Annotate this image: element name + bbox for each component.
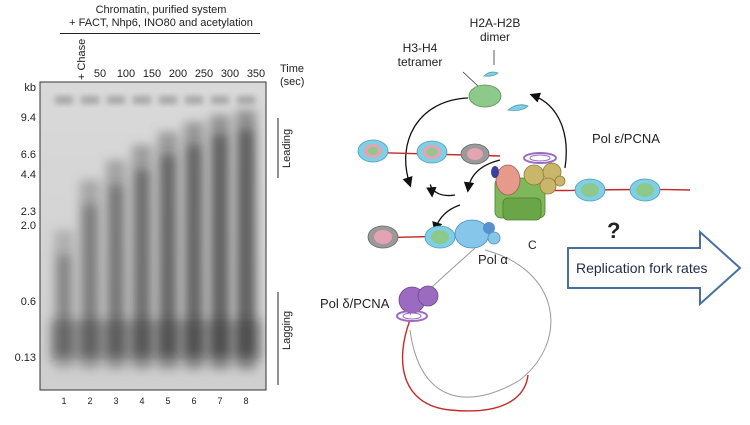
lane-number-2: 2	[87, 396, 93, 406]
kb-label: kb	[24, 82, 36, 94]
nucleosome-parental-2	[629, 178, 661, 202]
lane-number-7: 7	[217, 396, 223, 406]
nucleosome-lagging-2	[424, 225, 456, 249]
pol-epsilon-pcna	[523, 152, 566, 195]
time-label: Time	[280, 63, 305, 75]
h2a-h2b-dimer-icon-2	[507, 104, 529, 111]
kb-marker-9-4: 9.4	[20, 112, 36, 124]
lagging-loop-grey	[409, 249, 552, 398]
replication-fork-rates-arrow	[567, 229, 742, 307]
h3-h4-tetramer-icon	[468, 84, 502, 108]
okazaki-fragment-strand	[401, 319, 529, 412]
time-point-350: 350	[246, 68, 266, 80]
h2a-h2b-label: H2A-H2B dimer	[455, 16, 535, 44]
gel-header-line1: Chromatin, purified system	[95, 4, 227, 16]
gel-header-line2: + FACT, Nhp6, INO80 and acetylation	[69, 17, 253, 29]
h2a-h2b-label-line1: H2A-H2B	[469, 16, 521, 30]
pol-alpha-label: Pol α	[478, 252, 508, 267]
h3-h4-label-line1: H3-H4	[402, 41, 438, 55]
nucleosome-leading-1	[357, 139, 389, 163]
cmg-helicase	[491, 164, 546, 221]
pol-alpha	[454, 219, 501, 249]
c-label: C	[528, 238, 537, 252]
pol-delta-label: Pol δ/PCNA	[320, 296, 390, 311]
recycle-arrow-right	[529, 92, 567, 169]
time-point-100: 100	[116, 68, 136, 80]
nucleosome-leading-2	[416, 140, 448, 164]
pol-delta-pcna	[396, 285, 439, 322]
h2a-h2b-label-line2: dimer	[479, 30, 510, 44]
question-mark: ?	[607, 218, 621, 243]
time-point-250: 250	[194, 68, 214, 80]
time-point-300: 300	[220, 68, 240, 80]
nucleosome-parental-1	[574, 178, 606, 202]
recycle-arrow-inner	[426, 184, 456, 198]
nucleosome-leading-3	[460, 143, 490, 165]
pol-epsilon-label: Pol ε/PCNA	[592, 131, 660, 146]
kb-marker-6-6: 6.6	[20, 149, 36, 161]
lane-number-1: 1	[61, 396, 67, 406]
lane-number-5: 5	[165, 396, 171, 406]
kb-marker-2-0: 2.0	[20, 220, 36, 232]
lane-number-8: 8	[243, 396, 249, 406]
h2a-h2b-dimer-icon	[483, 71, 499, 77]
h3-h4-label: H3-H4 tetramer	[385, 41, 455, 69]
time-point-150: 150	[142, 68, 162, 80]
kb-marker-4-4: 4.4	[20, 169, 36, 181]
time-unit: (sec)	[280, 76, 305, 88]
kb-marker-0-6: 0.6	[20, 296, 36, 308]
lane-number-3: 3	[113, 396, 119, 406]
time-point-200: 200	[168, 68, 188, 80]
lane-number-4: 4	[139, 396, 145, 406]
nucleosome-lagging-1	[367, 225, 399, 249]
header-underline	[60, 33, 260, 34]
arrow-text: Replication fork rates	[576, 260, 708, 276]
kb-marker-0-13: 0.13	[14, 352, 36, 364]
kb-marker-2-3: 2.3	[20, 206, 36, 218]
recycle-arrow-left	[402, 97, 469, 188]
deposit-arrow-leading	[463, 159, 501, 193]
lane-number-6: 6	[191, 396, 197, 406]
h3-h4-label-line2: tetramer	[397, 55, 443, 69]
time-point-50: 50	[93, 68, 107, 80]
